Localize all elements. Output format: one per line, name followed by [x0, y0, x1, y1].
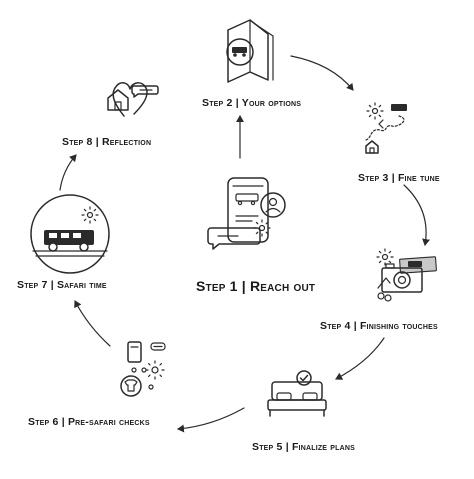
- arrow-6-to-7: [74, 300, 111, 347]
- step-4-label: Step 4 | Finishing touches: [320, 320, 438, 332]
- arrow-4-to-5: [335, 337, 385, 380]
- arrow-3-to-4: [403, 184, 430, 246]
- arrow-5-to-6: [177, 407, 245, 433]
- cycle-arrows: [59, 55, 430, 433]
- step-6-label: Step 6 | Pre-safari checks: [28, 416, 150, 428]
- arrow-7-to-8: [59, 154, 77, 191]
- step-7-label: Step 7 | Safari time: [17, 279, 107, 291]
- step-3-label: Step 3 | Fine tune: [358, 172, 440, 184]
- camera-photos-icon: [376, 248, 437, 302]
- step-5-label: Step 5 | Finalize plans: [252, 441, 356, 453]
- phone-chat-icon: [207, 177, 286, 250]
- arrow-2-to-3: [290, 55, 354, 91]
- step-2-label: Step 2 | Your options: [202, 97, 302, 109]
- brochure-icon: [226, 19, 274, 83]
- step-8-label: Step 8 | Reflection: [62, 136, 152, 148]
- heart-home-icon: [107, 82, 159, 117]
- checklist-icon: [120, 341, 166, 397]
- step-1-label: Step 1 | Reach out: [196, 278, 316, 294]
- safari-vehicle-icon: [30, 194, 110, 274]
- bed-icon: [267, 370, 327, 417]
- route-map-icon: [365, 102, 407, 154]
